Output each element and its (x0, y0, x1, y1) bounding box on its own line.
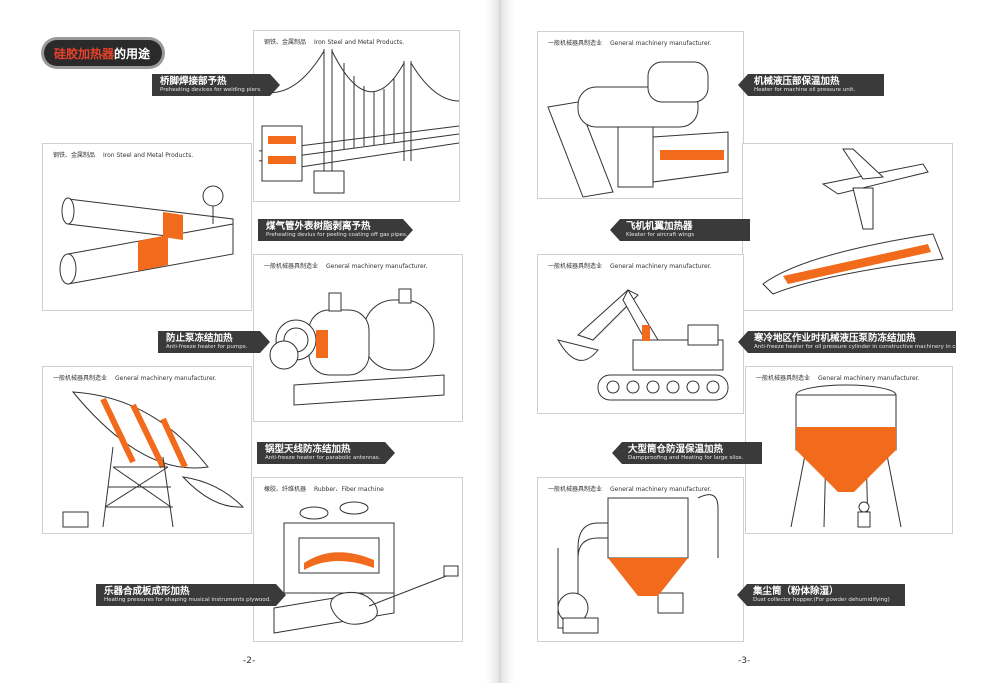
oil-pressure-unit-illustration (547, 61, 729, 198)
excavator-illustration (556, 288, 729, 401)
parabolic-antenna-illustration (62, 391, 245, 528)
bridge-illustration (258, 49, 459, 194)
section-title: 硅胶加热器的用途 (54, 47, 151, 61)
label-dust-collector: 集尘筒（粉体除湿）Dust collector hopper.(For powd… (737, 584, 905, 606)
section-title-badge: 硅胶加热器的用途 (44, 40, 162, 66)
gas-pipes-illustration (59, 185, 234, 285)
aircraft-wing-illustration (762, 148, 944, 295)
panel-aircraft (742, 143, 953, 311)
page-number-right: -3- (738, 656, 751, 666)
press-guitar-illustration (273, 501, 459, 634)
silo-illustration (790, 384, 902, 528)
dust-collector-illustration (557, 494, 719, 634)
pump-illustration (269, 288, 445, 406)
page-fold-shadow (486, 0, 514, 683)
page-number-left: -2- (243, 656, 256, 666)
